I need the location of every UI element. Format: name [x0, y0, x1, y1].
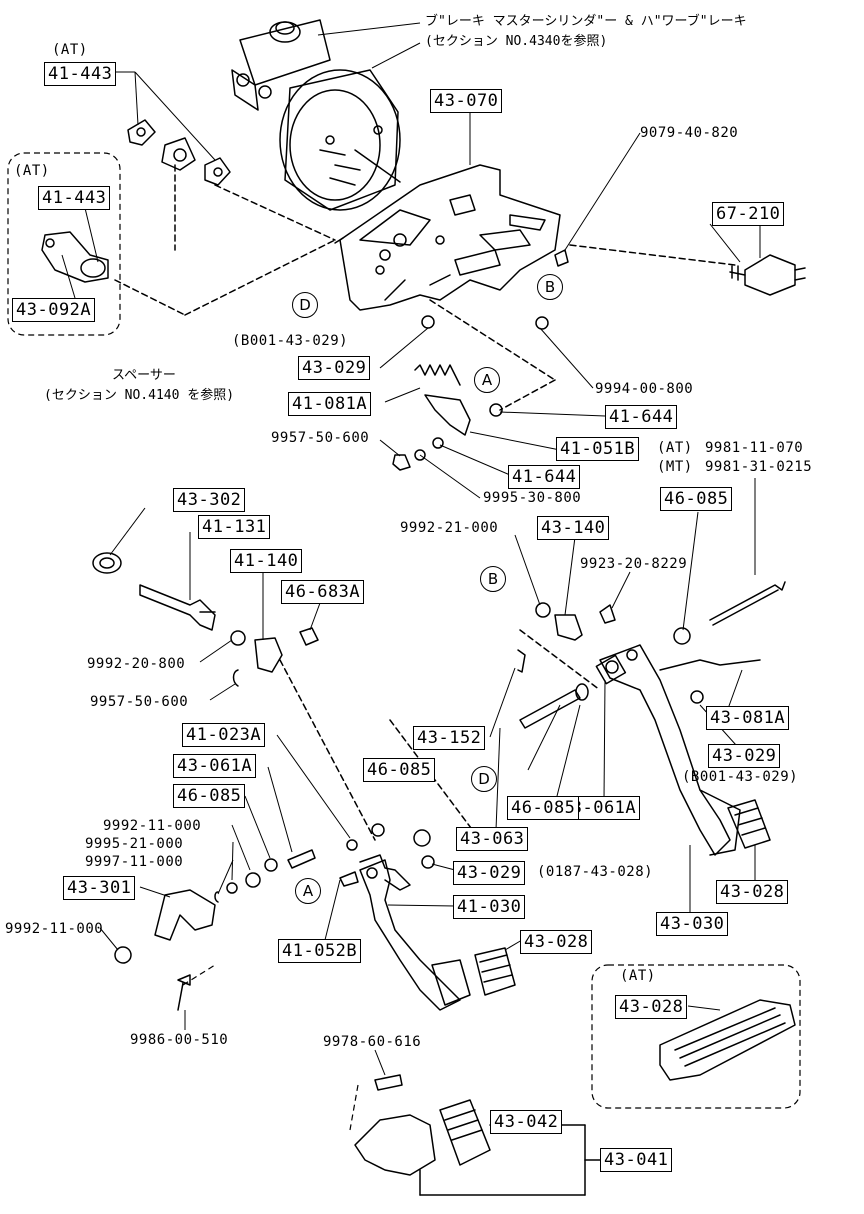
circle-ref-b-top: B: [537, 274, 563, 300]
switch-drawing: [729, 254, 806, 296]
part-9079-40-820[interactable]: 9079-40-820: [640, 125, 739, 141]
at-pedal-group-outline: [591, 964, 801, 1109]
at-group-outline: [7, 152, 121, 336]
part-43-028-mid[interactable]: 43-028: [520, 930, 593, 954]
part-46-085-left[interactable]: 46-085: [173, 784, 246, 808]
part-43-301[interactable]: 43-301: [63, 876, 136, 900]
part-9981-11-070[interactable]: 9981-11-070: [705, 440, 804, 456]
group-label-at: (AT): [14, 163, 50, 179]
part-41-140[interactable]: 41-140: [230, 549, 303, 573]
part-43-081a[interactable]: 43-081A: [706, 706, 790, 730]
pedal-bracket-drawing: [334, 164, 561, 311]
brake-booster-drawing: [231, 19, 401, 211]
part-41-081a[interactable]: 41-081A: [288, 392, 372, 416]
part-41-023a[interactable]: 41-023A: [182, 723, 266, 747]
part-0187-43-028[interactable]: (0187-43-028): [537, 864, 654, 880]
part-43-041[interactable]: 43-041: [600, 1148, 673, 1172]
part-9992-21-000[interactable]: 9992-21-000: [400, 520, 499, 536]
group-label-at-top: (AT): [52, 42, 88, 58]
part-43-028-at[interactable]: 43-028: [615, 995, 688, 1019]
part-41-131[interactable]: 41-131: [198, 515, 271, 539]
circle-ref-a-top: A: [474, 367, 500, 393]
part-43-063[interactable]: 43-063: [456, 827, 529, 851]
part-41-443-top[interactable]: 41-443: [44, 62, 117, 86]
brake-master-ref: (セクション NO.4340を参照): [425, 34, 608, 49]
part-43-029-lower[interactable]: 43-029: [453, 861, 526, 885]
part-9995-30-800[interactable]: 9995-30-800: [483, 490, 582, 506]
circle-ref-d-mid: D: [471, 766, 497, 792]
part-43-029-upper[interactable]: 43-029: [298, 356, 371, 380]
part-41-644-a[interactable]: 41-644: [605, 405, 678, 429]
part-9992-11-000-b[interactable]: 9992-11-000: [5, 921, 104, 937]
circle-ref-a-lower: A: [295, 878, 321, 904]
spacer-note-1: スペーサー: [112, 368, 176, 383]
part-46-085-right[interactable]: 46-085: [660, 487, 733, 511]
part-9995-21-000[interactable]: 9995-21-000: [85, 836, 184, 852]
part-46-085-mid[interactable]: 46-085: [507, 796, 580, 820]
part-9992-11-000-a[interactable]: 9992-11-000: [103, 818, 202, 834]
part-67-210[interactable]: 67-210: [712, 202, 785, 226]
part-9986-00-510[interactable]: 9986-00-510: [130, 1032, 229, 1048]
part-b001-43-029-b[interactable]: (B001-43-029): [682, 769, 799, 785]
part-41-052b[interactable]: 41-052B: [278, 939, 362, 963]
part-43-029-right[interactable]: 43-029: [708, 744, 781, 768]
part-43-070[interactable]: 43-070: [430, 89, 503, 113]
part-9957-50-600-upper[interactable]: 9957-50-600: [271, 430, 370, 446]
part-43-092a[interactable]: 43-092A: [12, 298, 96, 322]
part-9994-00-800[interactable]: 9994-00-800: [595, 381, 694, 397]
group-label-at-pedal: (AT): [620, 968, 656, 984]
part-9981-31-0215[interactable]: 9981-31-0215: [705, 459, 813, 475]
part-43-028-right[interactable]: 43-028: [716, 880, 789, 904]
part-43-152[interactable]: 43-152: [413, 726, 486, 750]
brake-master-note: ブ"レーキ マスターシリンダ"ー & ハ"ワーブ"レーキ: [425, 14, 747, 29]
part-43-030[interactable]: 43-030: [656, 912, 729, 936]
variant-at: (AT): [657, 440, 693, 456]
gasket-drawings: [41, 119, 231, 283]
part-9997-11-000[interactable]: 9997-11-000: [85, 854, 184, 870]
part-41-051b[interactable]: 41-051B: [556, 437, 640, 461]
part-46-085-d[interactable]: 46-085: [363, 758, 436, 782]
part-41-644-b[interactable]: 41-644: [508, 465, 581, 489]
part-41-030[interactable]: 41-030: [453, 895, 526, 919]
part-b001-43-029[interactable]: (B001-43-029): [232, 333, 349, 349]
part-41-443-at[interactable]: 41-443: [38, 186, 111, 210]
part-9957-50-600-lower[interactable]: 9957-50-600: [90, 694, 189, 710]
part-46-683a[interactable]: 46-683A: [281, 580, 365, 604]
part-9923-20-8229[interactable]: 9923-20-8229: [580, 556, 688, 572]
part-43-302[interactable]: 43-302: [173, 488, 246, 512]
circle-ref-b-mid: B: [480, 566, 506, 592]
circle-ref-d-top: D: [292, 292, 318, 318]
part-43-042[interactable]: 43-042: [490, 1110, 563, 1134]
part-9978-60-616[interactable]: 9978-60-616: [323, 1034, 422, 1050]
part-43-140[interactable]: 43-140: [537, 516, 610, 540]
part-9992-20-800[interactable]: 9992-20-800: [87, 656, 186, 672]
spacer-note-2: (セクション NO.4140 を参照): [44, 388, 235, 403]
part-43-061a-left[interactable]: 43-061A: [173, 754, 257, 778]
variant-mt: (MT): [657, 459, 693, 475]
